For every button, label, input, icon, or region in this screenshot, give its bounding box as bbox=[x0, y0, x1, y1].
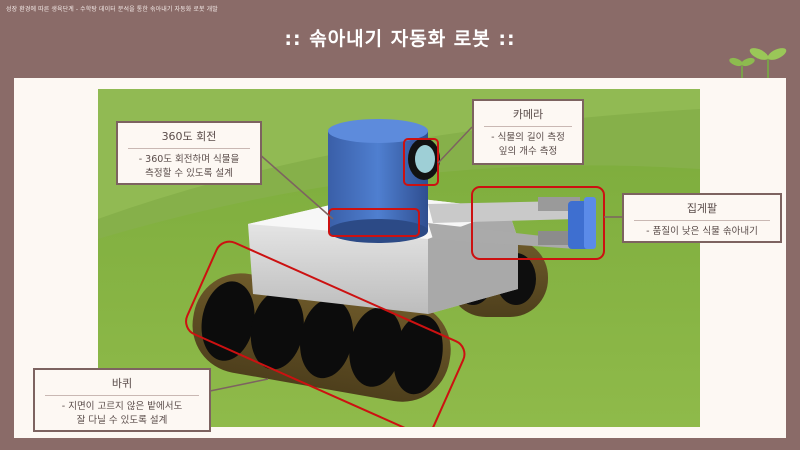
callout-wheel: 바퀴 - 지면이 고르지 않은 밭에서도 잘 다닐 수 있도록 설계 bbox=[33, 368, 211, 432]
callout-divider bbox=[484, 126, 572, 127]
callout-camera-desc: 잎의 개수 측정 bbox=[498, 146, 558, 157]
callout-wheel-desc: 잘 다닐 수 있도록 설계 bbox=[76, 415, 168, 426]
callout-divider bbox=[45, 395, 199, 396]
callout-rotation-title: 360도 회전 bbox=[161, 130, 217, 143]
callout-camera-title: 카메라 bbox=[512, 108, 544, 121]
callout-divider bbox=[634, 220, 770, 221]
callout-rotation: 360도 회전 - 360도 회전하며 식물을 측정할 수 있도록 설계 bbox=[116, 121, 262, 185]
callout-rotation-desc: - 360도 회전하며 식물을 bbox=[138, 154, 240, 165]
callout-gripper-desc: - 품질이 낮은 식물 솎아내기 bbox=[646, 226, 758, 237]
callout-rotation-desc: 측정할 수 있도록 설계 bbox=[145, 168, 233, 179]
page-title: :: 솎아내기 자동화 로봇 :: bbox=[284, 28, 516, 50]
callout-gripper-title: 집게팔 bbox=[686, 202, 718, 215]
callout-camera-desc: - 식물의 길이 측정 bbox=[491, 132, 565, 143]
callout-wheel-desc: - 지면이 고르지 않은 밭에서도 bbox=[61, 401, 183, 412]
callout-divider bbox=[128, 148, 250, 149]
callout-wheel-title: 바퀴 bbox=[111, 377, 133, 390]
breadcrumb: 성장 환경에 따른 생육단계 - 수학탕 데이터 분석을 통한 솎아내기 자동화… bbox=[6, 6, 218, 13]
callout-camera: 카메라 - 식물의 길이 측정 잎의 개수 측정 bbox=[472, 99, 584, 165]
callout-gripper: 집게팔 - 품질이 낮은 식물 솎아내기 bbox=[622, 193, 782, 243]
